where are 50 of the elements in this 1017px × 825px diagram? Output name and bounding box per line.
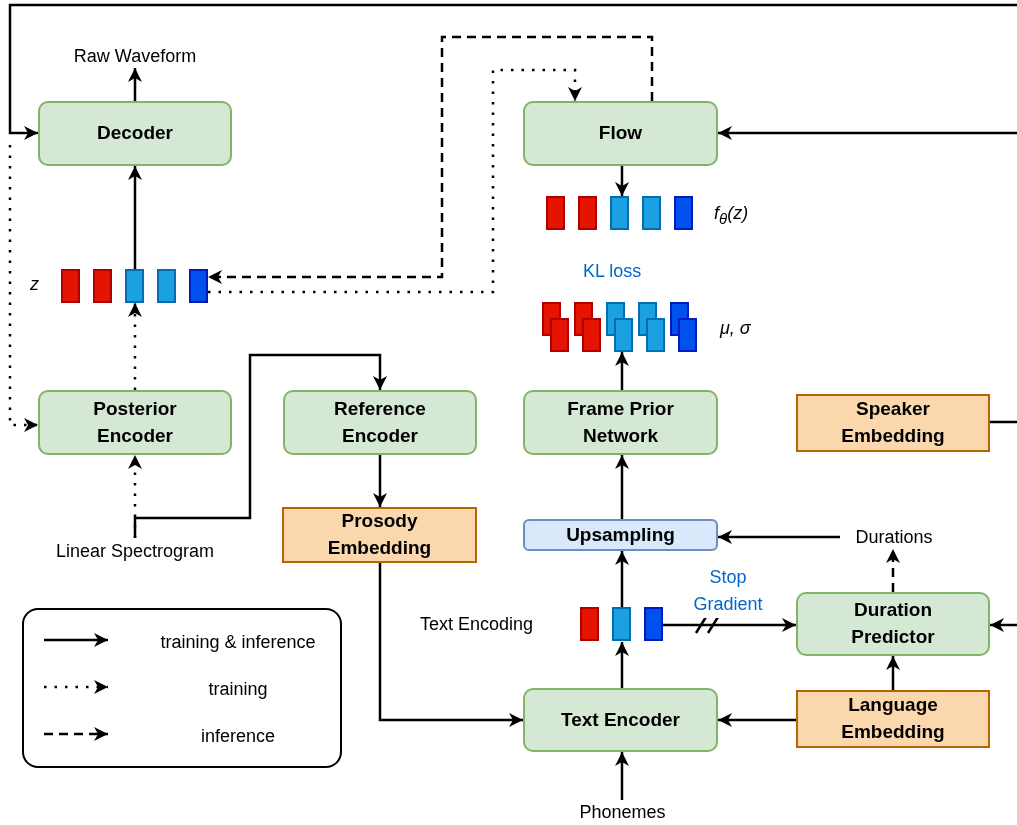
arrow [8,145,38,432]
arrow [8,3,1017,140]
arrow [208,35,654,284]
process-box: Text Encoder [523,688,718,752]
io-label: Durations [840,525,948,549]
arrow [133,353,387,538]
arrow [373,455,387,507]
arrow [990,618,1017,632]
vector-label: f$_{θ}$(z) [714,203,749,227]
process-box: Posterior Encoder [38,390,232,455]
feature-vector [580,607,663,642]
feature-vector [546,196,693,232]
legend-text: training [207,678,269,700]
io-label: Linear Spectrogram [30,538,240,564]
vector-label: Text Encoding [420,614,534,635]
embedding-box: Language Embedding [796,690,990,748]
io-label: Phonemes [570,800,675,824]
arrow [615,752,629,800]
arrow [128,303,142,390]
vector-label: z [30,274,39,295]
arrow [208,68,582,294]
vector-label: μ, σ [720,318,751,339]
arrow [128,166,142,269]
arrow [615,642,629,688]
arrow [615,352,629,390]
legend-text: training & inference [159,631,317,653]
arrow [718,126,1017,140]
embedding-box: Speaker Embedding [796,394,990,452]
legend-text: inference [199,725,277,747]
arrow [718,713,796,727]
feature-vector [542,302,697,352]
arrow [886,656,900,690]
arrow [378,563,523,727]
embedding-box: Prosody Embedding [282,507,477,563]
arrow [128,68,142,101]
arrow [615,455,629,519]
io-label: Raw Waveform [50,44,220,68]
process-box: Frame Prior Network [523,390,718,455]
process-box: Decoder [38,101,232,166]
arrow [663,618,796,632]
arrow [718,530,840,544]
process-box: Duration Predictor [796,592,990,656]
process-box: Flow [523,101,718,166]
arrow [615,166,629,196]
arrow [886,549,900,592]
process-box: Upsampling [523,519,718,551]
loss-label: KL loss [583,261,642,282]
arrow [615,551,629,607]
process-box: Reference Encoder [283,390,477,455]
feature-vector [61,269,208,303]
